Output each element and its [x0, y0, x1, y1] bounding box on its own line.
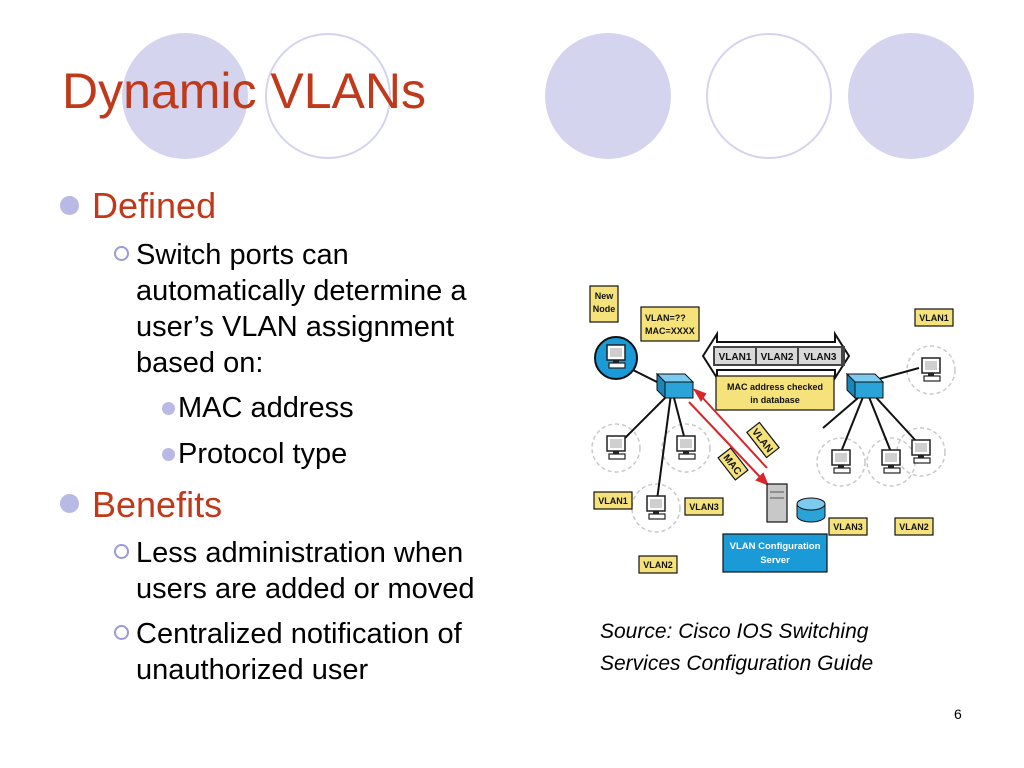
trunk-vlan2: VLAN2 — [761, 352, 794, 363]
vlan-query-label-2: MAC=XXXX — [645, 326, 695, 336]
bullet-defined: Defined — [92, 185, 217, 226]
bullet-benefits: Benefits — [92, 484, 223, 525]
dynamic-vlan-diagram: VLAN1 VLAN2 VLAN3 VLAN MAC New Node VLAN… — [589, 285, 956, 574]
slide-title: Dynamic VLANs — [62, 63, 426, 119]
benefit-line: Centralized notification of — [136, 618, 462, 650]
source-line: Services Configuration Guide — [600, 652, 874, 675]
decor-ring — [265, 33, 391, 159]
server-query-arrows — [688, 387, 769, 486]
pc-icon — [606, 344, 626, 369]
tag-vlan1-right: VLAN1 — [919, 313, 949, 323]
basis-protocol-type: Protocol type — [178, 438, 348, 470]
benefit-line: Less administration when — [136, 537, 464, 569]
decor-ring — [706, 33, 832, 159]
switch-icon — [655, 372, 695, 400]
sub-sub-bullet-dot — [162, 402, 175, 415]
bullet-dot — [60, 494, 79, 513]
bullet-dot — [60, 196, 79, 215]
sub-bullet-ring — [114, 625, 129, 640]
benefit-line: unauthorized user — [136, 654, 369, 686]
pc-icon — [676, 435, 696, 460]
defined-detail-line: user’s VLAN assignment — [136, 311, 455, 343]
pc-icon — [881, 449, 901, 474]
decor-circle — [122, 33, 248, 159]
sub-sub-bullet-dot — [162, 448, 175, 461]
pc-icon — [911, 439, 931, 464]
basis-mac-address: MAC address — [178, 392, 354, 424]
decor-circle — [545, 33, 671, 159]
trunk-vlan3: VLAN3 — [804, 352, 837, 363]
benefit-line: users are added or moved — [136, 573, 475, 605]
defined-detail-line: Switch ports can — [136, 239, 349, 271]
page-number: 6 — [954, 706, 962, 722]
pc-icon — [921, 357, 941, 382]
switch-icon — [845, 372, 885, 400]
defined-detail-line: automatically determine a — [136, 275, 467, 307]
new-node-label-1: New — [595, 291, 615, 301]
diagram-source-caption: Source: Cisco IOS Switching Services Con… — [600, 616, 960, 680]
decor-circle — [848, 33, 974, 159]
sub-bullet-ring — [114, 246, 129, 261]
vlan-query-label-1: VLAN=?? — [645, 313, 686, 323]
trunk-arrow: VLAN1 VLAN2 VLAN3 — [701, 330, 851, 382]
server-label-box — [722, 533, 828, 573]
server-label-1: VLAN Configuration — [730, 541, 821, 552]
new-node-label-2: Node — [593, 304, 616, 314]
tag-vlan3-right: VLAN3 — [833, 522, 863, 532]
tag-vlan2-left: VLAN2 — [643, 560, 673, 570]
tag-vlan2-right: VLAN2 — [899, 522, 929, 532]
defined-detail-line: based on: — [136, 347, 264, 379]
pc-icon — [646, 495, 666, 520]
server-icon — [766, 483, 788, 523]
sub-bullet-ring — [114, 544, 129, 559]
router-icon — [796, 497, 826, 523]
pc-icon — [606, 435, 626, 460]
source-line: Source: Cisco IOS Switching — [600, 620, 869, 643]
server-label-2: Server — [760, 555, 790, 566]
network-links — [622, 367, 920, 513]
tag-vlan3-left: VLAN3 — [689, 502, 719, 512]
mac-check-label-1: MAC address checked — [727, 382, 823, 392]
label-boxes — [589, 285, 954, 574]
tag-vlan1-left: VLAN1 — [598, 496, 628, 506]
pc-icon — [831, 449, 851, 474]
mac-check-label-2: in database — [750, 395, 800, 405]
trunk-vlan1: VLAN1 — [719, 352, 752, 363]
